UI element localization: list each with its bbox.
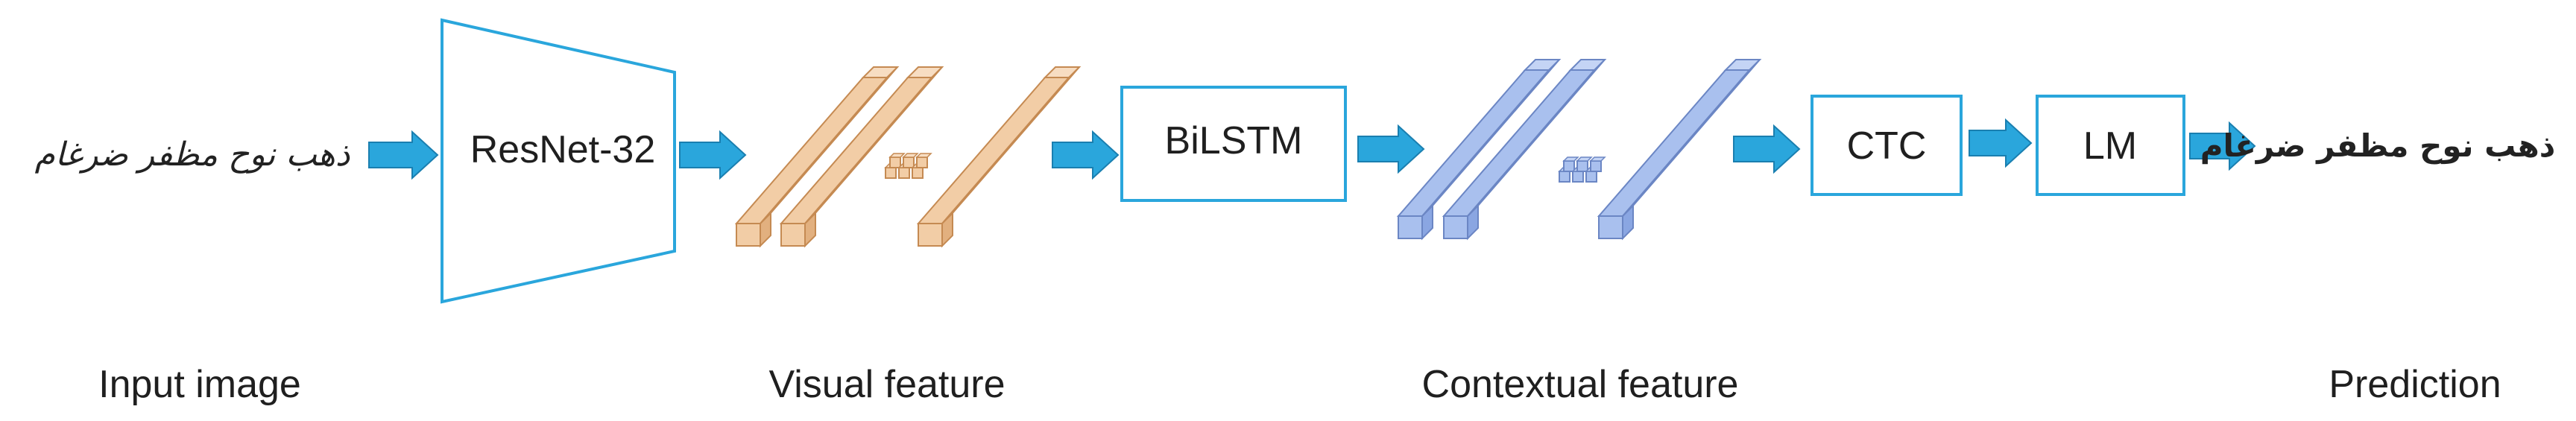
right-arrow-icon [679, 130, 747, 180]
input-text: ذهب نوح مظفر ضرغام [35, 136, 350, 174]
right-arrow-icon [1357, 124, 1425, 174]
feature-bar-icon [1597, 59, 1762, 241]
feature-bar-icon [1396, 59, 1562, 241]
ellipsis-cubes-icon [884, 153, 932, 179]
right-arrow-icon [1969, 118, 2033, 168]
caption-prediction: Prediction [2329, 363, 2501, 406]
resnet-label: ResNet-32 [470, 128, 656, 171]
right-arrow-icon [1052, 130, 1120, 180]
visual-feature-bars [734, 66, 1082, 248]
ctc-block [1811, 95, 1963, 196]
arrows [368, 118, 2256, 180]
resnet-block [441, 18, 676, 304]
lm-block [2036, 95, 2185, 196]
right-arrow-icon [2189, 121, 2256, 171]
ctc-label: CTC [1847, 124, 1927, 168]
right-arrow-icon [368, 130, 439, 180]
lm-label: LM [2083, 124, 2137, 168]
bilstm-block [1120, 86, 1347, 202]
bilstm-label: BiLSTM [1165, 119, 1303, 162]
ellipsis-cubes-icon [1558, 156, 1606, 183]
feature-bar-icon [1442, 59, 1607, 241]
caption-contextual-feature: Contextual feature [1422, 363, 1739, 406]
caption-visual-feature: Visual feature [768, 363, 1005, 406]
caption-input-image: Input image [98, 363, 301, 406]
feature-bar-icon [734, 66, 900, 248]
contextual-feature-bars [1396, 59, 1762, 241]
right-arrow-icon [1733, 124, 1801, 174]
output-text: ذهب نوح مظفر ضرغام [2200, 127, 2556, 165]
feature-bar-icon [779, 66, 944, 248]
feature-bar-icon [916, 66, 1082, 248]
